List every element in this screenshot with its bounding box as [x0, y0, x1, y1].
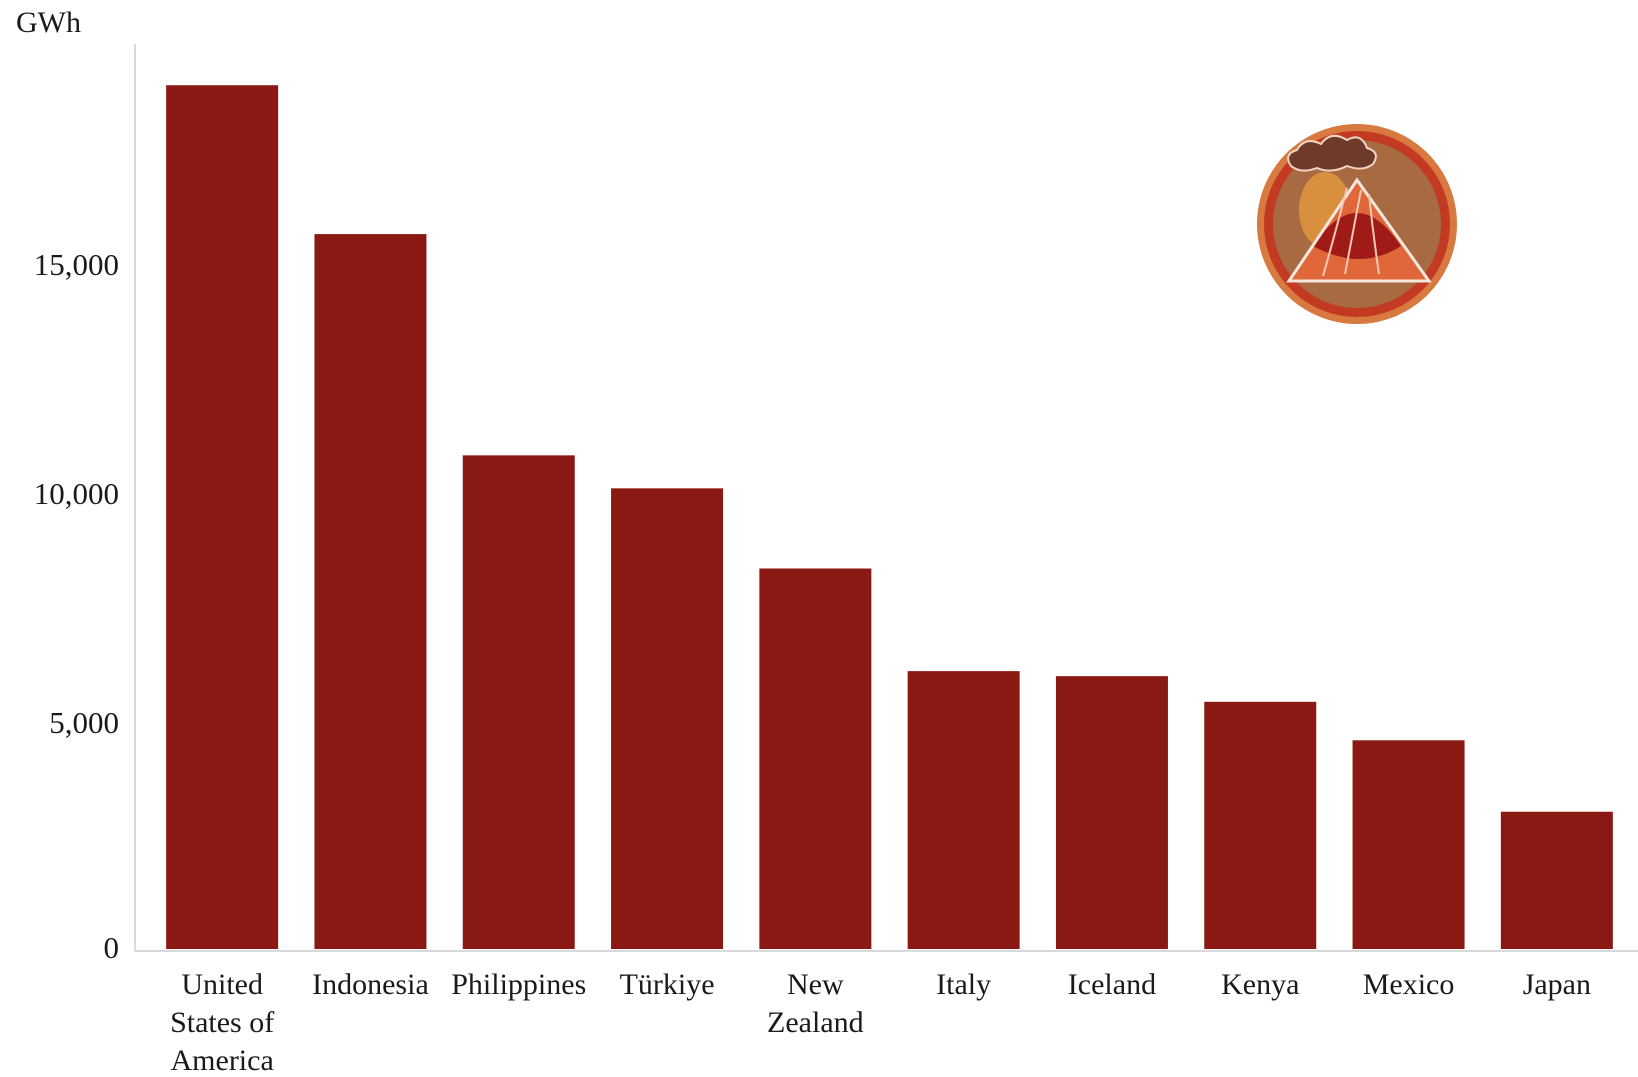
x-tick-label: Philippines [451, 968, 586, 1001]
bar[interactable] [462, 455, 575, 949]
x-tick-label: Türkiye [620, 968, 715, 1001]
y-tick-label: 15,000 [34, 247, 119, 282]
x-tick-label: Iceland [1068, 968, 1156, 1001]
bar[interactable] [907, 671, 1020, 949]
x-tick-label: Kenya [1221, 968, 1299, 1001]
volcano-icon [1257, 124, 1457, 324]
y-tick-label: 5,000 [49, 705, 119, 740]
bar[interactable] [1500, 811, 1613, 949]
y-tick-label: 0 [104, 930, 120, 965]
x-tick-label: Japan [1523, 968, 1591, 1001]
x-tick-label: Indonesia [312, 968, 429, 1001]
bar[interactable] [1204, 701, 1317, 949]
bar[interactable] [1352, 740, 1465, 949]
y-axis-unit-label: GWh [16, 6, 81, 39]
bar[interactable] [759, 568, 872, 949]
bar[interactable] [166, 85, 279, 949]
bar[interactable] [611, 488, 724, 949]
bar[interactable] [314, 234, 427, 950]
y-axis-ticks: 0 5,000 10,000 15,000 [34, 247, 119, 965]
bars [166, 85, 1613, 950]
bar[interactable] [1055, 676, 1168, 949]
x-tick-label: Mexico [1363, 968, 1455, 1001]
y-tick-label: 10,000 [34, 476, 119, 511]
x-tick-label: Italy [936, 968, 991, 1001]
